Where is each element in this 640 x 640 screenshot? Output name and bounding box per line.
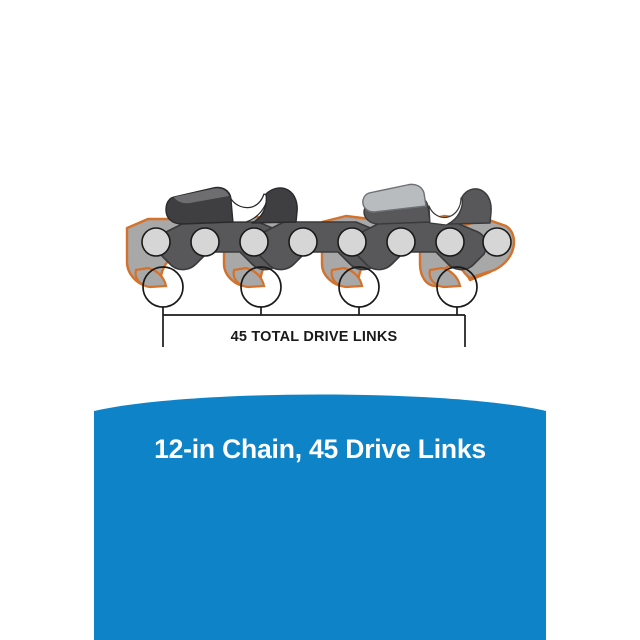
rivet-1 (141, 227, 171, 257)
cutter-right-topplate (362, 183, 427, 213)
cutter-right-raker (447, 188, 492, 225)
rivet-7 (435, 227, 465, 257)
rivet-4 (288, 227, 318, 257)
cutter-left-raker (251, 187, 298, 224)
banner-background (94, 394, 546, 640)
blue-banner-shape (94, 394, 546, 640)
chain-illustration: 45 TOTAL DRIVE LINKS (125, 183, 516, 347)
cutter-left-topplate (174, 188, 229, 204)
rivet-group (141, 227, 512, 257)
cutter-tooth-right (362, 183, 492, 226)
dimension-lines (162, 307, 466, 347)
cutter-tooth-left (165, 186, 298, 225)
drive-link-tang-group (134, 266, 462, 289)
rivet-6 (386, 227, 416, 257)
rivet-3 (239, 227, 269, 257)
rivet-5 (337, 227, 367, 257)
rivet-8 (482, 227, 512, 257)
rivet-2 (190, 227, 220, 257)
banner-caption: 12-in Chain, 45 Drive Links (154, 434, 486, 464)
dimension-label: 45 TOTAL DRIVE LINKS (231, 329, 398, 345)
cutter-left-gullet (230, 193, 269, 223)
